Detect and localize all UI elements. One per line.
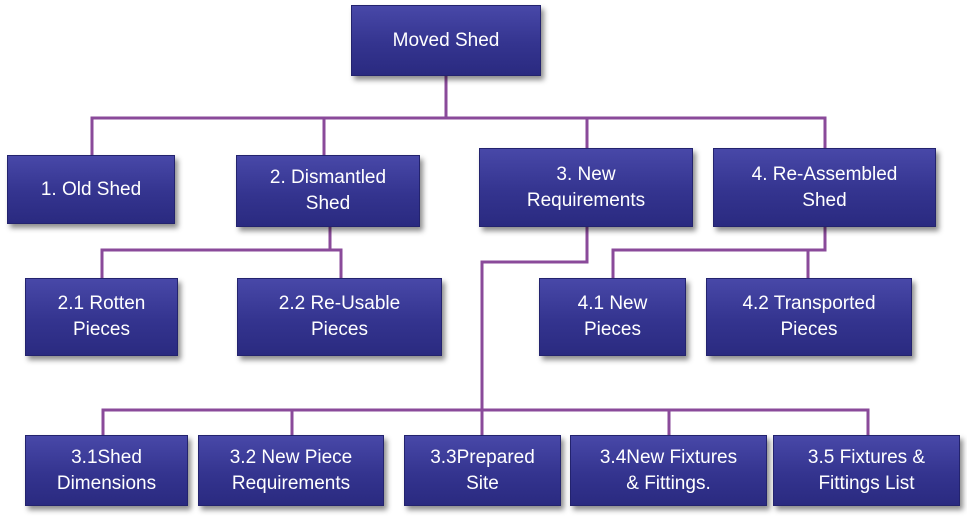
node-label: 2. Dismantled Shed [269,167,387,214]
node-fixtures-fittings-list: 3.5 Fixtures & Fittings List [773,435,960,506]
node-label: 3.2 New Piece Requirements [229,446,353,494]
node-label: 4. Re-Assembled Shed [751,163,898,211]
node-transported-pieces: 4.2 Transported Pieces [706,278,912,356]
node-moved-shed: Moved Shed [351,5,541,76]
node-old-shed: 1. Old Shed [7,155,175,224]
node-new-requirements: 3. New Requirements [479,148,693,227]
node-new-fixtures-fittings: 3.4New Fixtures & Fittings. [570,435,767,506]
node-label: 2.1 Rotten Pieces [57,293,146,340]
node-label: 3.5 Fixtures & Fittings List [807,446,926,494]
node-label: Moved Shed [392,29,500,51]
node-shed-dimensions: 3.1Shed Dimensions [25,435,188,506]
node-label: 4.1 New Pieces [577,293,648,340]
node-prepared-site: 3.3Prepared Site [404,435,561,506]
node-label: 3.1Shed Dimensions [56,446,157,494]
node-label: 4.2 Transported Pieces [742,293,876,340]
node-label: 3.3Prepared Site [430,446,535,494]
node-dismantled-shed: 2. Dismantled Shed [236,155,420,227]
node-reusable-pieces: 2.2 Re-Usable Pieces [237,278,442,356]
node-label: 1. Old Shed [40,178,142,200]
node-new-piece-requirements: 3.2 New Piece Requirements [198,435,384,506]
node-new-pieces: 4.1 New Pieces [539,278,686,356]
node-rotten-pieces: 2.1 Rotten Pieces [25,278,178,356]
node-reassembled-shed: 4. Re-Assembled Shed [713,148,936,227]
node-label: 3. New Requirements [526,163,646,211]
node-label: 2.2 Re-Usable Pieces [278,293,401,340]
node-label: 3.4New Fixtures & Fittings. [599,446,738,494]
